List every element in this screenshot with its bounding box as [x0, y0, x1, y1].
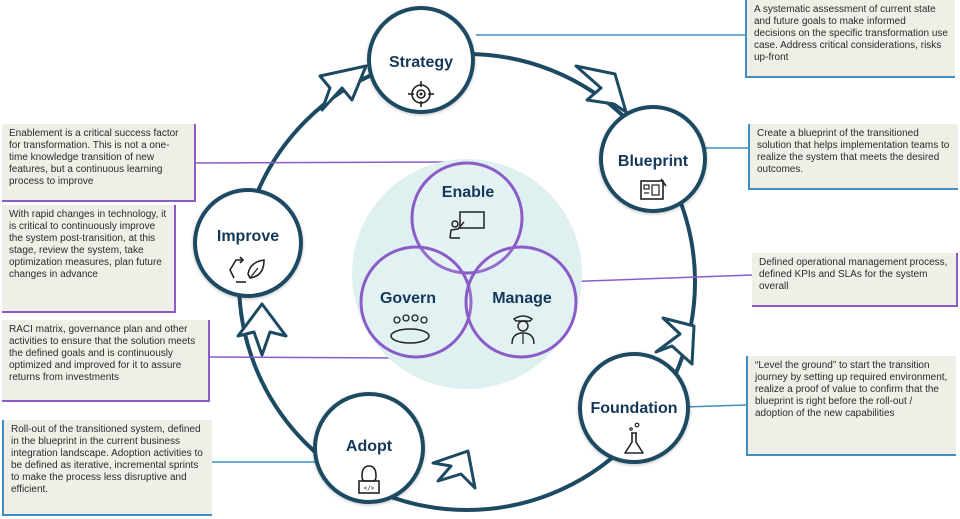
- node-foundation: Foundation: [578, 352, 690, 464]
- arrow-foundation-adopt: [431, 449, 477, 490]
- node-strategy: Strategy: [367, 6, 475, 114]
- venn-circle-manage: [464, 245, 578, 359]
- node-blueprint-label: Blueprint: [617, 153, 689, 170]
- venn-label-govern: Govern: [379, 290, 436, 307]
- venn-label-manage: Manage: [492, 290, 552, 307]
- note-foundation: “Level the ground” to start the transiti…: [746, 356, 956, 456]
- node-improve-label: Improve: [216, 228, 280, 245]
- svg-text:</>: </>: [364, 485, 375, 492]
- presentation-icon: [449, 211, 485, 239]
- note-improve: With rapid changes in technology, it is …: [2, 205, 176, 313]
- connector-enable: [195, 161, 451, 164]
- recycle-icon: [229, 256, 265, 283]
- target-icon: [408, 81, 434, 107]
- node-strategy-label: Strategy: [388, 54, 454, 71]
- note-blueprint: Create a blueprint of the transitioned s…: [748, 124, 958, 190]
- arrow-blueprint-foundation: [654, 316, 696, 366]
- note-manage: Defined operational management process, …: [752, 253, 958, 307]
- note-enable: Enablement is a critical success factor …: [2, 124, 196, 202]
- note-strategy: A systematic assessment of current state…: [745, 0, 955, 78]
- node-foundation-label: Foundation: [590, 400, 678, 417]
- arrow-strategy-blueprint: [574, 64, 628, 114]
- venn-circle-enable: [410, 161, 524, 275]
- node-blueprint: Blueprint: [599, 105, 707, 213]
- note-govern: RACI matrix, governance plan and other a…: [2, 320, 210, 402]
- node-improve: Improve: [193, 188, 303, 298]
- node-adopt: Adopt </>: [313, 392, 425, 504]
- connector-manage: [559, 274, 753, 283]
- flask-icon: [624, 422, 644, 454]
- officer-icon: [511, 315, 535, 345]
- connector-govern: [209, 356, 421, 359]
- blueprint-icon: [640, 178, 667, 200]
- meeting-icon: [390, 314, 430, 344]
- venn-label-enable: Enable: [441, 184, 495, 201]
- venn-circle-govern: [359, 245, 473, 359]
- connector-foundation: [683, 404, 747, 408]
- arrow-improve-strategy: [318, 64, 368, 112]
- note-adopt: Roll-out of the transitioned system, def…: [2, 420, 212, 516]
- arrow-adopt-improve: [236, 302, 288, 357]
- developer-icon: </>: [358, 465, 380, 494]
- node-adopt-label: Adopt: [345, 438, 393, 455]
